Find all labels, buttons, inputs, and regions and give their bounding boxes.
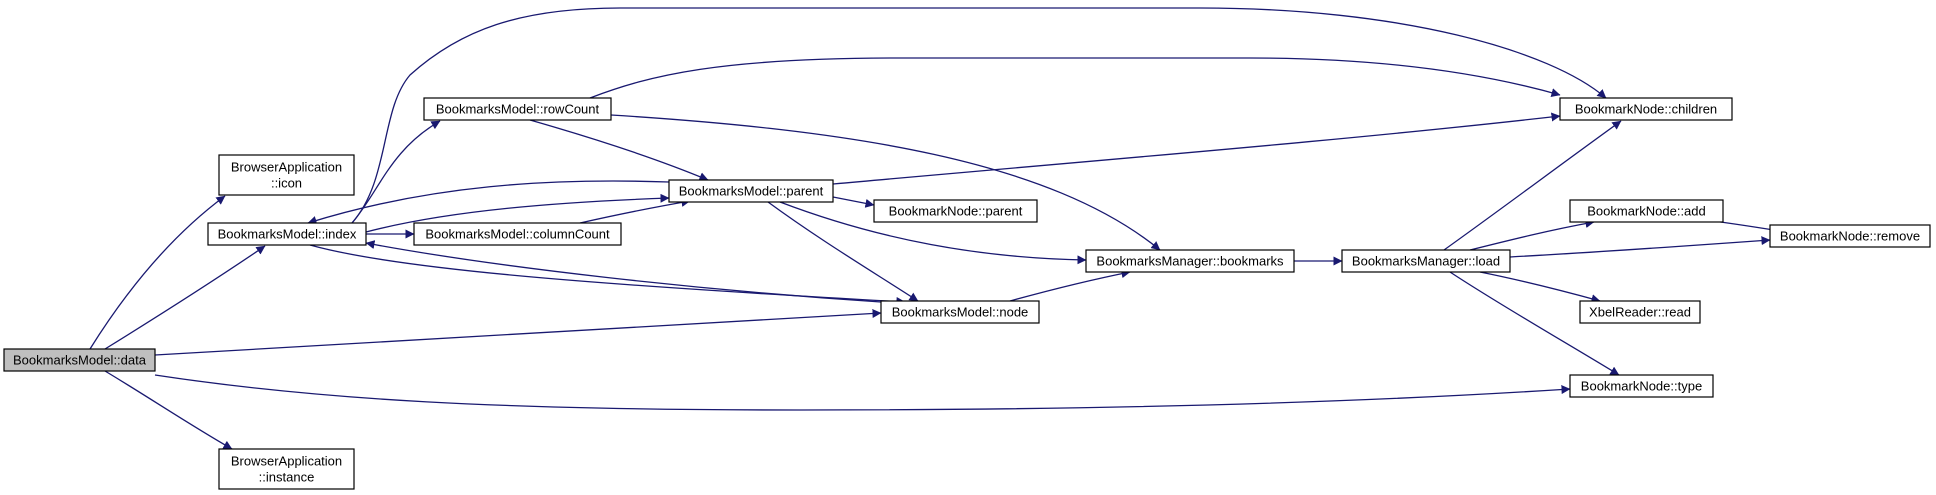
node-node-children[interactable]: BookmarkNode::children — [1559, 97, 1733, 121]
edge-model-parent-to-node-parent — [832, 196, 875, 208]
edge-model-columncount-to-model-parent — [579, 198, 691, 224]
edge-model-index-to-model-rowcount — [351, 120, 441, 224]
edge-model-parent-to-manager-bookmarks — [779, 201, 1087, 265]
edge-model-node-to-model-index — [365, 240, 882, 303]
node-label: BrowserApplication — [231, 454, 342, 469]
edge-manager-load-to-node-remove — [1509, 236, 1771, 258]
node-label: BookmarkNode::parent — [889, 204, 1023, 219]
node-label: BookmarkNode::children — [1575, 102, 1717, 117]
node-xbel-read[interactable]: XbelReader::read — [1579, 300, 1701, 324]
node-data[interactable]: BookmarksModel::data — [3, 348, 156, 372]
node-model-parent[interactable]: BookmarksModel::parent — [668, 179, 834, 203]
edge-model-parent-to-node-children — [832, 112, 1561, 185]
edge-model-rowcount-to-node-children — [589, 57, 1561, 99]
edges-layer — [89, 7, 1781, 450]
node-browser-icon[interactable]: BrowserApplication::icon — [218, 154, 355, 196]
node-manager-load[interactable]: BookmarksManager::load — [1341, 249, 1511, 273]
edge-manager-load-to-node-add — [1469, 219, 1595, 251]
edge-model-parent-to-model-node — [767, 201, 919, 302]
node-label: BookmarkNode::remove — [1780, 229, 1920, 244]
node-box — [880, 300, 1040, 324]
node-box — [1341, 249, 1511, 273]
node-box — [207, 222, 367, 246]
edge-model-index-to-model-node — [309, 244, 906, 307]
node-model-columncount[interactable]: BookmarksModel::columnCount — [413, 222, 622, 246]
node-box — [413, 222, 622, 246]
node-box — [218, 154, 355, 196]
edge-data-to-model-node — [154, 308, 882, 356]
edge-manager-load-to-xbel-read — [1479, 271, 1601, 304]
node-box — [668, 179, 834, 203]
edge-model-rowcount-to-manager-bookmarks — [610, 114, 1161, 251]
edge-model-index-to-node-children — [351, 7, 1607, 224]
node-node-add[interactable]: BookmarkNode::add — [1569, 199, 1724, 223]
node-node-parent[interactable]: BookmarkNode::parent — [873, 199, 1038, 223]
node-label: BookmarkNode::add — [1587, 204, 1706, 219]
node-box — [1559, 97, 1733, 121]
node-box — [1085, 249, 1295, 273]
node-manager-bookmarks[interactable]: BookmarksManager::bookmarks — [1085, 249, 1295, 273]
node-label: BookmarksModel::rowCount — [436, 102, 600, 117]
node-label: BookmarksManager::bookmarks — [1096, 254, 1284, 269]
edge-model-rowcount-to-model-parent — [529, 119, 709, 181]
node-label: ::instance — [259, 470, 315, 485]
edge-data-to-browser-icon — [89, 195, 226, 350]
node-model-rowcount[interactable]: BookmarksModel::rowCount — [423, 97, 612, 121]
node-label: BookmarksModel::parent — [679, 184, 824, 199]
node-label: BookmarkNode::type — [1581, 379, 1702, 394]
node-box — [1769, 224, 1931, 248]
nodes-layer: BookmarksModel::dataBrowserApplication::… — [3, 97, 1931, 490]
node-model-index[interactable]: BookmarksModel::index — [207, 222, 367, 246]
edge-data-to-node-type — [154, 374, 1571, 411]
edge-manager-load-to-node-children — [1443, 120, 1622, 251]
node-model-node[interactable]: BookmarksModel::node — [880, 300, 1040, 324]
node-label: BookmarksModel::index — [218, 227, 357, 242]
node-box — [423, 97, 612, 121]
node-box — [218, 448, 355, 490]
node-label: BookmarksManager::load — [1352, 254, 1500, 269]
node-label: BookmarksModel::node — [892, 305, 1029, 320]
node-label: BrowserApplication — [231, 160, 342, 175]
node-label: BookmarksModel::columnCount — [425, 227, 610, 242]
edge-manager-load-to-node-type — [1449, 271, 1620, 376]
node-browser-instance[interactable]: BrowserApplication::instance — [218, 448, 355, 490]
node-node-type[interactable]: BookmarkNode::type — [1569, 374, 1714, 398]
edge-model-parent-to-model-index — [307, 180, 670, 225]
node-box — [1579, 300, 1701, 324]
node-box — [3, 348, 156, 372]
node-label: BookmarksModel::data — [13, 353, 147, 368]
node-node-remove[interactable]: BookmarkNode::remove — [1769, 224, 1931, 248]
edge-data-to-browser-instance — [104, 370, 233, 450]
node-box — [873, 199, 1038, 223]
edge-model-node-to-manager-bookmarks — [1009, 269, 1131, 302]
node-box — [1569, 199, 1724, 223]
node-label: XbelReader::read — [1589, 305, 1691, 320]
edge-model-index-to-model-parent — [365, 193, 670, 233]
edge-data-to-model-index — [104, 245, 266, 350]
node-box — [1569, 374, 1714, 398]
node-label: ::icon — [271, 176, 302, 191]
